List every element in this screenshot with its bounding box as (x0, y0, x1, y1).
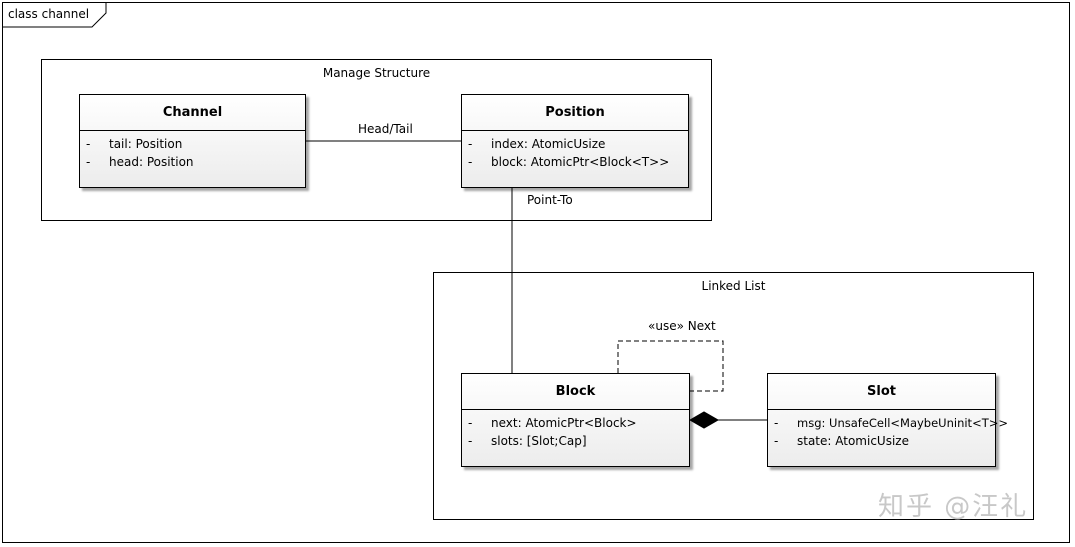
frame-tab-outline (2, 2, 107, 28)
frame-title: class channel (8, 7, 90, 21)
attribute-text: head: Position (109, 155, 194, 169)
class-name: Channel (80, 95, 305, 131)
package-linked-list[interactable]: Linked List (433, 272, 1034, 520)
class-slot[interactable]: Slot - msg: UnsafeCell<MaybeUninit<T>> -… (767, 373, 1008, 467)
visibility-marker: - (774, 434, 779, 448)
label-use-next: «use» Next (648, 319, 716, 333)
visibility-marker: - (468, 416, 473, 430)
dependency-use-next (617, 340, 724, 392)
class-channel[interactable]: Channel - tail: Position - head: Positio… (79, 94, 306, 188)
attribute-row: - block: AtomicPtr<Block<T>> (462, 153, 688, 171)
attribute-text: index: AtomicUsize (491, 137, 606, 151)
attribute-row: - index: AtomicUsize (462, 135, 688, 153)
visibility-marker: - (468, 137, 473, 151)
visibility-marker: - (774, 416, 779, 430)
class-name: Block (462, 374, 689, 410)
attribute-row: - tail: Position (80, 135, 305, 153)
class-name: Slot (768, 374, 995, 410)
label-head-tail: Head/Tail (358, 122, 413, 136)
composition-diamond-icon (688, 411, 720, 429)
class-position[interactable]: Position - index: AtomicUsize - block: A… (461, 94, 689, 188)
attribute-text: block: AtomicPtr<Block<T>> (491, 155, 670, 169)
watermark-text: 知乎 @汪礼 (878, 492, 1029, 522)
attribute-row: - state: AtomicUsize (768, 432, 995, 450)
attribute-text: state: AtomicUsize (797, 434, 909, 448)
package-label: Linked List (701, 279, 766, 293)
attribute-row: - slots: [Slot;Cap] (462, 432, 689, 450)
package-label: Manage Structure (322, 66, 431, 80)
attribute-text: slots: [Slot;Cap] (491, 434, 587, 448)
class-block[interactable]: Block - next: AtomicPtr<Block> - slots: … (461, 373, 690, 467)
visibility-marker: - (86, 137, 91, 151)
label-point-to: Point-To (527, 193, 573, 207)
visibility-marker: - (468, 155, 473, 169)
attribute-row: - next: AtomicPtr<Block> (462, 414, 689, 432)
attribute-row: - msg: UnsafeCell<MaybeUninit<T>> (768, 414, 1008, 432)
visibility-marker: - (86, 155, 91, 169)
attribute-text: tail: Position (109, 137, 183, 151)
visibility-marker: - (468, 434, 473, 448)
attribute-text: msg: UnsafeCell<MaybeUninit<T>> (797, 416, 1008, 430)
attribute-text: next: AtomicPtr<Block> (491, 416, 637, 430)
package-manage-structure[interactable]: Manage Structure (41, 59, 712, 221)
class-name: Position (462, 95, 688, 131)
attribute-row: - head: Position (80, 153, 305, 171)
